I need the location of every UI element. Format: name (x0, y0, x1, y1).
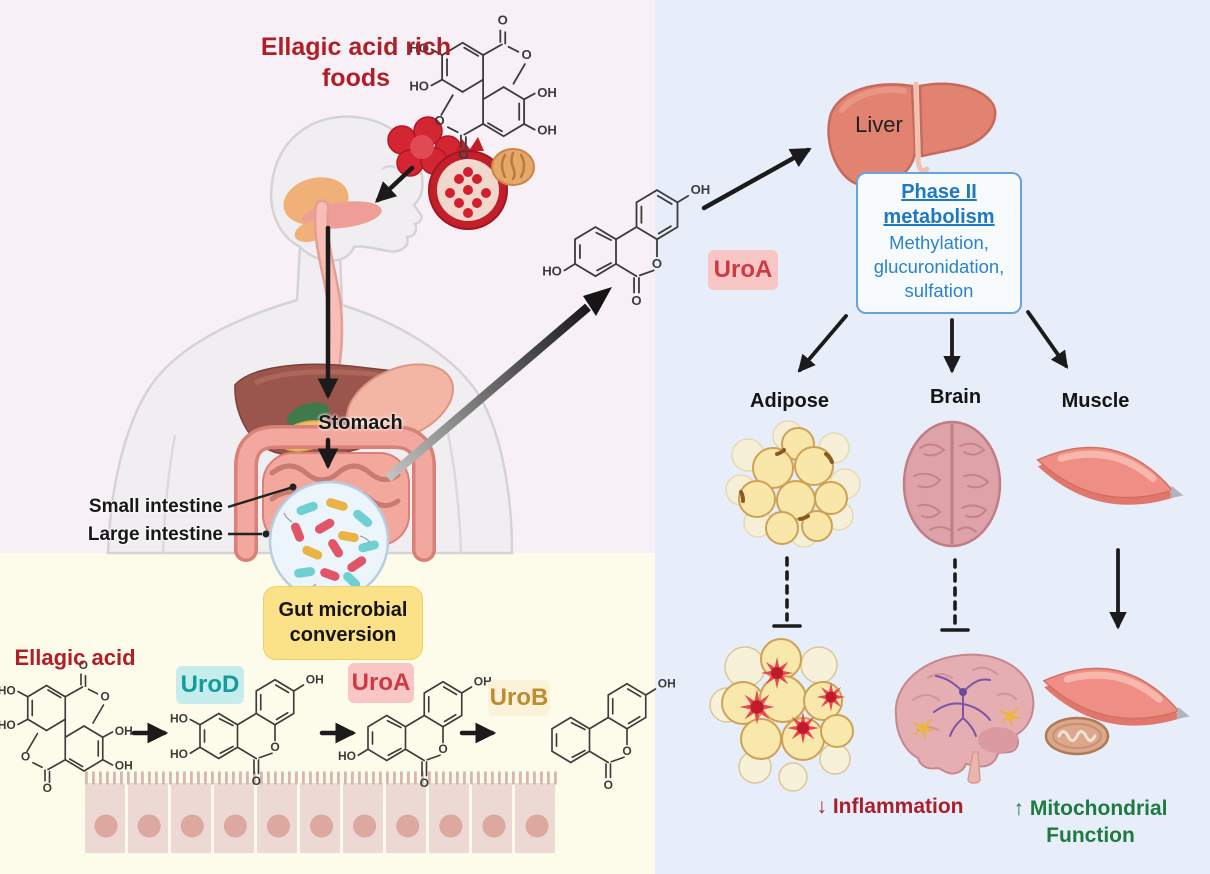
chem-ho-label: HO (409, 41, 429, 56)
adipose-label: Adipose (750, 390, 829, 412)
chem-ho-label: HO (170, 712, 188, 726)
uroa-structure-bottom: O O OH HO (338, 675, 492, 790)
ellagic-acid-structure-bottom: O O O O HO HO OH OH (0, 658, 133, 795)
inflammation-bursts (739, 657, 846, 744)
chem-o-label: O (652, 256, 662, 271)
chem-o-label: O (43, 781, 52, 795)
adipose-inhibition-arrow (772, 556, 802, 628)
uroa-badge-main: UroA (708, 250, 778, 290)
mitochondrion (1044, 716, 1110, 756)
stomach-label: Stomach (318, 412, 403, 434)
brainstem (967, 751, 981, 784)
chem-o-label: O (21, 750, 30, 764)
pomegranate (428, 137, 508, 230)
chem-o-label: O (498, 13, 508, 28)
microglia-purple (933, 675, 991, 737)
chem-ho-label: HO (409, 78, 429, 93)
mitochondrial-function-label: ↑ Mitochondrial Function (1013, 797, 1168, 847)
chem-o-label: O (521, 47, 531, 62)
urob-badge: UroB (488, 680, 550, 716)
brain-label: Brain (929, 386, 982, 408)
chem-oh-label: OH (658, 677, 676, 691)
chem-o-label: O (252, 774, 261, 788)
astrocytes-yellow (913, 707, 1021, 739)
liver-to-adipose-arrow (797, 314, 848, 373)
uroa-structure-main: O O OH HO (542, 182, 711, 308)
raspberry (387, 116, 462, 177)
intestinal-epithelium (85, 771, 572, 853)
phase-ii-body: Methylation, glucuronidation, sulfation (873, 232, 1005, 301)
gut-to-uroa-arrow (385, 287, 612, 482)
urod-structure: O O OH HO HO (170, 673, 324, 788)
gut-microbial-conversion-box: Gut microbial conversion (263, 586, 423, 660)
gut-box-label: Gut microbial conversion (278, 599, 408, 646)
inflammation-label: ↓ Inflammation (816, 795, 964, 818)
urod-badge: UroD (176, 666, 244, 704)
large-intestine-organ (234, 425, 436, 562)
chem-ho-label: HO (0, 684, 16, 698)
chem-o-label: O (270, 740, 279, 754)
chem-oh-label: OH (537, 85, 557, 100)
ellagic-acid-label: Ellagic acid (14, 645, 136, 670)
large-intestine-pointer (228, 530, 270, 538)
chem-oh-label: OH (115, 759, 133, 773)
chem-oh-label: OH (537, 123, 557, 138)
uroa-badge-bottom: UroA (348, 663, 414, 703)
uroa-to-liver-arrow (701, 147, 812, 211)
phase-ii-title: Phase II metabolism (883, 181, 995, 228)
brain-top-illustration (902, 420, 1002, 548)
phase-ii-box: Phase II metabolism Methylation, glucuro… (856, 172, 1022, 314)
chem-o-label: O (631, 293, 641, 308)
chem-oh-label: OH (306, 673, 324, 687)
chemical-conversion-row: O O O O HO HO OH OH O (0, 658, 676, 853)
small-intestine-label: Small intestine (88, 496, 223, 517)
ellagic-rich-foods-title: Ellagic acid rich foods (260, 33, 452, 92)
ellagic-acid-structure-top: O O O O HO HO OH OH (409, 13, 557, 162)
muscle-mitochondria-illustration (1042, 667, 1190, 756)
urob-structure: O O OH (551, 677, 676, 792)
chem-ho-label: HO (0, 718, 16, 732)
chem-o-label: O (438, 742, 447, 756)
chem-oh-label: OH (474, 675, 492, 689)
chem-o-label: O (79, 658, 88, 672)
muscle-illustration (1036, 446, 1184, 505)
cerebellum (978, 727, 1018, 753)
chem-o-label: O (604, 778, 613, 792)
chem-ho-label: HO (542, 263, 562, 278)
falciform-ligament (913, 81, 930, 174)
inflamed-adipose-illustration (709, 638, 854, 792)
chem-o-label: O (458, 147, 468, 162)
chem-oh-label: OH (691, 182, 711, 197)
chem-o-label: O (100, 690, 109, 704)
chem-o-label: O (622, 744, 631, 758)
chem-oh-label: OH (115, 724, 133, 738)
chem-ho-label: HO (338, 749, 356, 763)
liver-label: Liver (855, 112, 903, 137)
brain-inhibition-arrow (940, 558, 970, 632)
food-to-mouth-arrow (374, 165, 415, 203)
chem-ho-label: HO (170, 747, 188, 761)
large-intestine-label: Large intestine (87, 524, 223, 545)
inflamed-brain-illustration (894, 653, 1035, 784)
liver-to-muscle-arrow (1026, 310, 1069, 369)
chem-o-label: O (420, 776, 429, 790)
walnut (491, 148, 535, 186)
chem-o-label: O (435, 113, 445, 128)
body-illustration (106, 115, 612, 562)
systemic-flow-arrows (701, 147, 1127, 632)
muscle-label: Muscle (1061, 390, 1130, 412)
adipose-illustration (725, 420, 861, 548)
small-intestine-pointer (227, 483, 297, 509)
